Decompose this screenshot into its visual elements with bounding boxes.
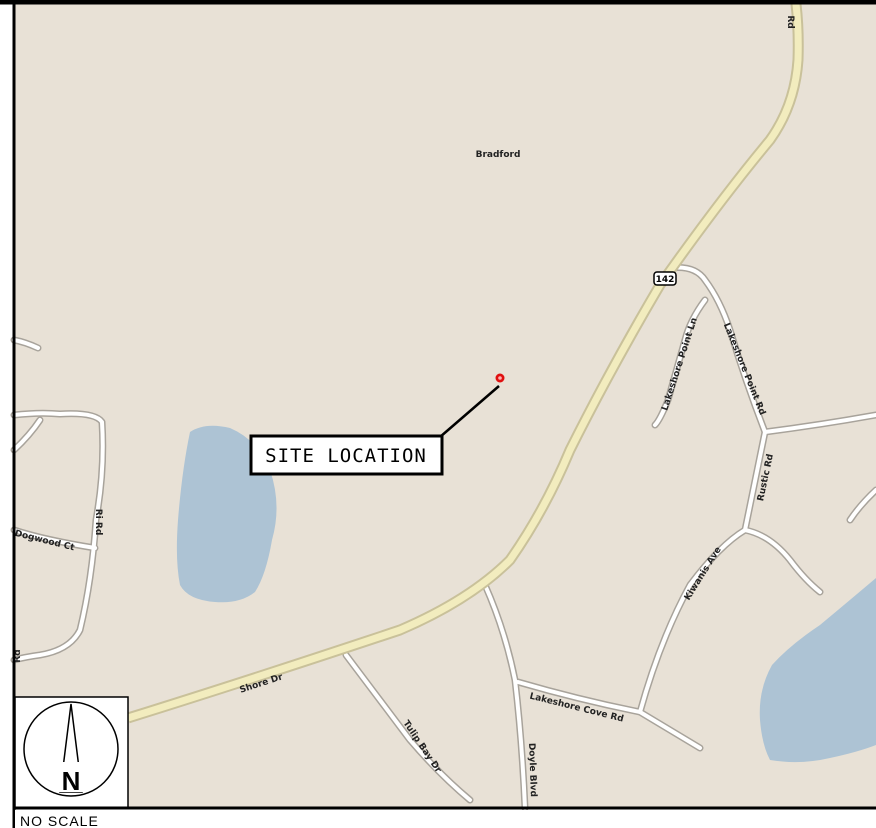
highway-shield: 142 [653,271,677,286]
lake-southeast [759,578,876,763]
road-label-left-edge: Rd [13,649,23,662]
minor-roads [12,265,876,810]
north-arrow: N [14,696,129,809]
north-arrow-circle [23,701,119,797]
road-label-doyle-blvd: Doyle Blvd [526,743,538,797]
road-label-rd-top: Rd [785,15,795,28]
north-letter: N [62,766,81,796]
highway-shield-number: 142 [656,275,675,285]
land-background [14,4,876,808]
scale-note: NO SCALE [20,813,99,828]
highway-shore-dr [126,3,802,722]
site-marker-icon [495,373,505,383]
site-location-label: SITE LOCATION [265,445,427,467]
road-label-ri-rd: Ri Rd [93,509,103,536]
site-leader-line [439,385,500,438]
site-location-callout: SITE LOCATION [249,434,444,476]
place-label-bradford: Bradford [476,150,521,160]
